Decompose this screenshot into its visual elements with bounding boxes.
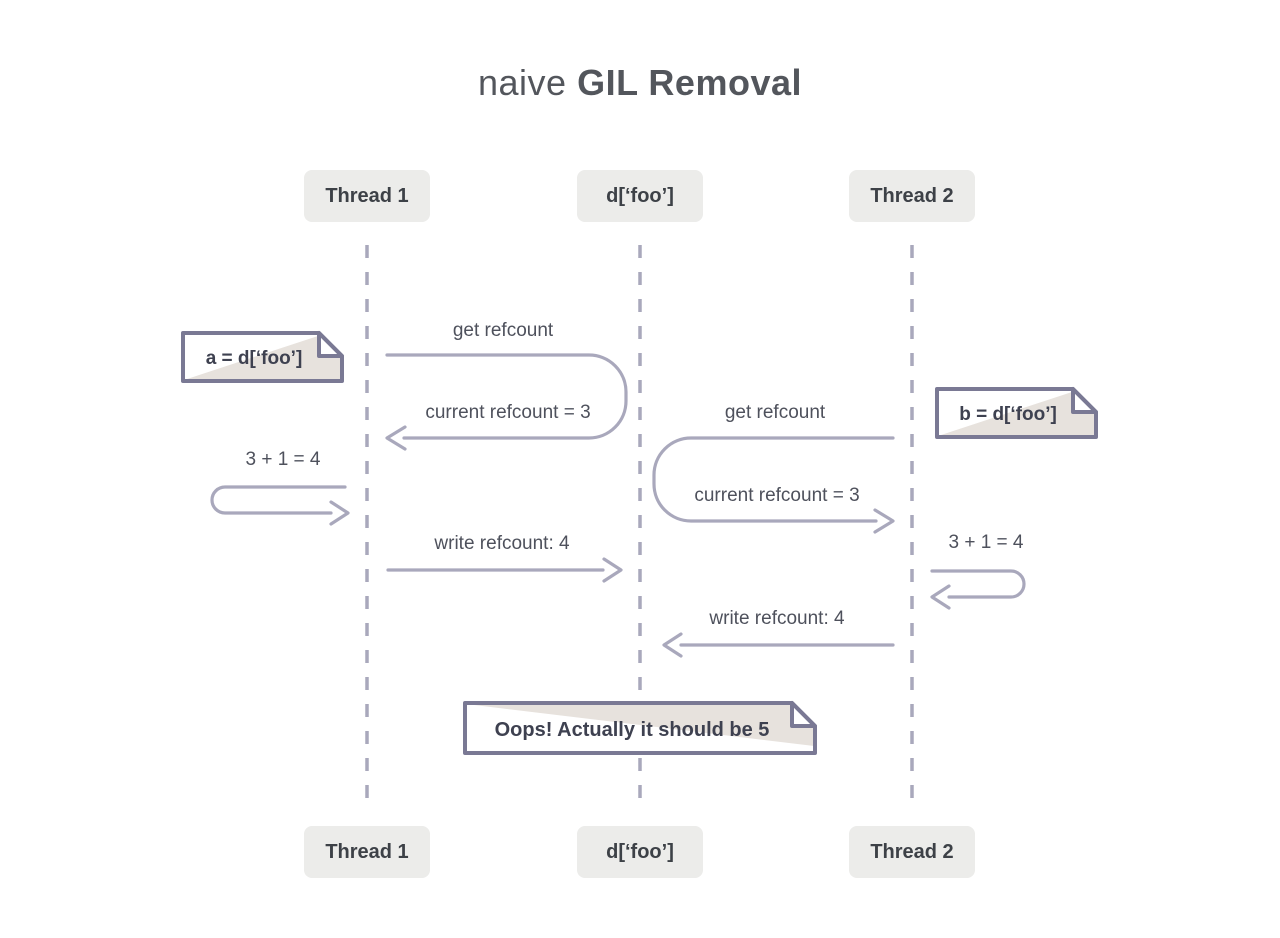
arrowhead-left-icon bbox=[662, 632, 683, 658]
message-label-current-refcount-left: current refcount = 3 bbox=[425, 402, 591, 423]
note-text: b = d[‘foo’] bbox=[959, 404, 1057, 425]
message-label-write-refcount-left: write refcount: 4 bbox=[434, 533, 570, 554]
arrow-call-return-thread1-dfoo bbox=[385, 353, 628, 440]
note-text: Oops! Actually it should be 5 bbox=[495, 719, 770, 741]
message-label-write-refcount-right: write refcount: 4 bbox=[709, 608, 845, 629]
arrowhead-left-icon bbox=[385, 425, 407, 451]
arrow-selfloop-thread1 bbox=[210, 485, 347, 515]
note-wedge-shading bbox=[184, 336, 341, 380]
arrow-call-return-thread2-dfoo bbox=[652, 436, 895, 523]
arrow-selfloop-thread2 bbox=[930, 569, 1026, 599]
lifeline-header-bottom-thread1: Thread 1 bbox=[304, 826, 430, 878]
lifeline-label: Thread 1 bbox=[325, 840, 409, 863]
note-border bbox=[463, 701, 817, 755]
lifeline-header-bottom-dfoo: d[‘foo’] bbox=[577, 826, 703, 878]
arrowhead-right-icon bbox=[329, 500, 350, 526]
message-label-current-refcount-right: current refcount = 3 bbox=[694, 485, 860, 506]
diagram-title: naive GIL Removal bbox=[0, 62, 1280, 104]
message-label-increment-thread1: 3 + 1 = 4 bbox=[245, 449, 321, 470]
message-label-increment-thread2: 3 + 1 = 4 bbox=[948, 532, 1024, 553]
lifeline-label: Thread 2 bbox=[870, 840, 954, 863]
note-wedge-shading bbox=[466, 704, 814, 746]
title-bold-part: GIL Removal bbox=[577, 62, 802, 103]
arrowhead-right-icon bbox=[873, 508, 895, 534]
lifeline-label: d[‘foo’] bbox=[606, 184, 674, 207]
lifeline-label: Thread 2 bbox=[870, 184, 954, 207]
note-b-assignment: b = d[‘foo’] bbox=[935, 387, 1098, 439]
note-a-assignment: a = d[‘foo’] bbox=[181, 331, 344, 383]
note-border bbox=[181, 331, 344, 383]
message-label-get-refcount-left: get refcount bbox=[452, 320, 554, 341]
lifeline-label: Thread 1 bbox=[325, 184, 409, 207]
note-text: a = d[‘foo’] bbox=[206, 348, 303, 369]
arrowhead-left-icon bbox=[930, 584, 951, 610]
lifeline-header-top-thread2: Thread 2 bbox=[849, 170, 975, 222]
note-border bbox=[935, 387, 1098, 439]
lifeline-label: d[‘foo’] bbox=[606, 840, 674, 863]
lifeline-header-top-thread1: Thread 1 bbox=[304, 170, 430, 222]
note-oops-result: Oops! Actually it should be 5 bbox=[463, 701, 817, 755]
title-light-part: naive bbox=[478, 62, 567, 103]
arrowhead-right-icon bbox=[602, 557, 623, 583]
message-label-get-refcount-right: get refcount bbox=[724, 402, 826, 423]
note-wedge-shading bbox=[938, 392, 1095, 436]
lifeline-header-top-dfoo: d[‘foo’] bbox=[577, 170, 703, 222]
lifeline-header-bottom-thread2: Thread 2 bbox=[849, 826, 975, 878]
